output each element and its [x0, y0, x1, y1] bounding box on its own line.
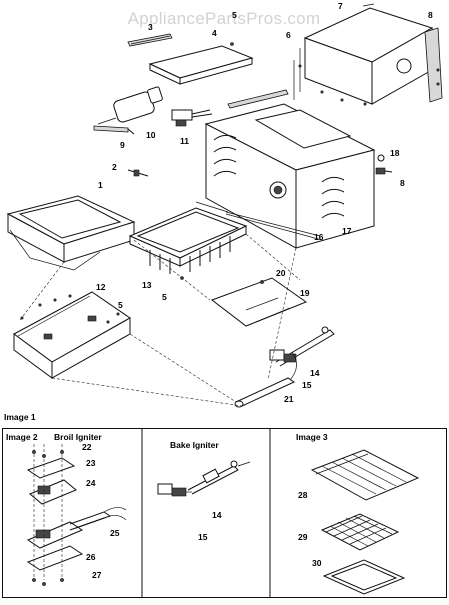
callout-3: 3 — [148, 22, 153, 32]
callout-5-mid: 5 — [162, 292, 167, 302]
part-28-oven-rack — [310, 449, 420, 501]
image-2-caption: Image 2 — [6, 432, 38, 442]
part-19-flame-spreader — [210, 277, 308, 327]
callout-21: 21 — [284, 394, 294, 404]
callout-26: 26 — [86, 552, 96, 562]
callout-10: 10 — [146, 130, 156, 140]
callout-12: 12 — [96, 282, 106, 292]
part-12-bottom-pan — [13, 291, 131, 379]
callout-30: 30 — [312, 558, 322, 568]
image-1-group: 3 4 5 7 8 6 9 10 11 2 1 18 8 16 17 13 5 … — [4, 1, 443, 422]
rack-supports-left — [213, 134, 237, 177]
callout-24: 24 — [86, 478, 96, 488]
callout-11: 11 — [180, 136, 189, 146]
image-3-caption: Image 3 — [296, 432, 328, 442]
part-14-15-igniter — [269, 326, 335, 367]
callout-28: 28 — [298, 490, 308, 500]
part-21-burner-tube — [234, 351, 297, 408]
part-18-clip — [375, 154, 393, 175]
part-6-top-shield — [293, 3, 443, 106]
part-11-igniter-assembly — [171, 109, 213, 127]
callout-25: 25 — [110, 528, 120, 538]
callout-23: 23 — [86, 458, 96, 468]
callout-14-b: 14 — [212, 510, 222, 520]
image-2-group: Image 2 Broil Igniter 22 23 24 25 — [6, 432, 127, 586]
callout-5-pan: 5 — [118, 300, 123, 310]
callout-5-top: 5 — [232, 10, 237, 20]
callout-14-a: 14 — [310, 368, 320, 378]
callout-8-right: 8 — [400, 178, 405, 188]
callout-9: 9 — [120, 140, 125, 150]
bake-igniter-title: Bake Igniter — [170, 440, 219, 450]
bake-igniter-drawing — [157, 460, 251, 497]
callout-19: 19 — [300, 288, 310, 298]
broil-igniter-title: Broil Igniter — [54, 432, 102, 442]
part-4-cover-plate — [148, 42, 254, 85]
leader-lines — [19, 233, 301, 407]
callout-18: 18 — [390, 148, 400, 158]
part-10-burner-housing — [93, 86, 163, 135]
callout-16: 16 — [314, 232, 324, 242]
trim-strip — [227, 89, 289, 109]
callout-13: 13 — [142, 280, 152, 290]
image-1-caption: Image 1 — [4, 412, 36, 422]
broil-igniter-drawing — [26, 444, 127, 586]
callout-17: 17 — [342, 226, 352, 236]
section-frames — [2, 428, 447, 598]
bake-igniter-group: Bake Igniter 14 15 — [157, 440, 251, 542]
rack-supports-right — [321, 176, 345, 219]
callout-22: 22 — [82, 442, 92, 452]
callout-15-a: 15 — [302, 380, 312, 390]
watermark-text: AppliancePartsPros.com — [128, 9, 321, 28]
callout-29: 29 — [298, 532, 308, 542]
part-1-oven-bottom — [6, 195, 136, 271]
part-9-rail — [127, 33, 173, 47]
part-29-broil-grid — [320, 513, 400, 551]
callout-1: 1 — [98, 180, 103, 190]
callout-2: 2 — [112, 162, 117, 172]
callout-6: 6 — [286, 30, 291, 40]
part-30-broil-pan — [322, 559, 406, 595]
callout-8-top: 8 — [428, 10, 433, 20]
callout-4: 4 — [212, 28, 217, 38]
callout-15-b: 15 — [198, 532, 208, 542]
callout-27: 27 — [92, 570, 102, 580]
part-17-oven-liner — [204, 103, 376, 249]
image-3-group: Image 3 28 29 30 — [296, 432, 420, 595]
callout-7: 7 — [338, 1, 343, 11]
part-2-bracket — [127, 169, 149, 177]
callout-20: 20 — [276, 268, 286, 278]
part-13-burner-cover — [128, 201, 248, 280]
